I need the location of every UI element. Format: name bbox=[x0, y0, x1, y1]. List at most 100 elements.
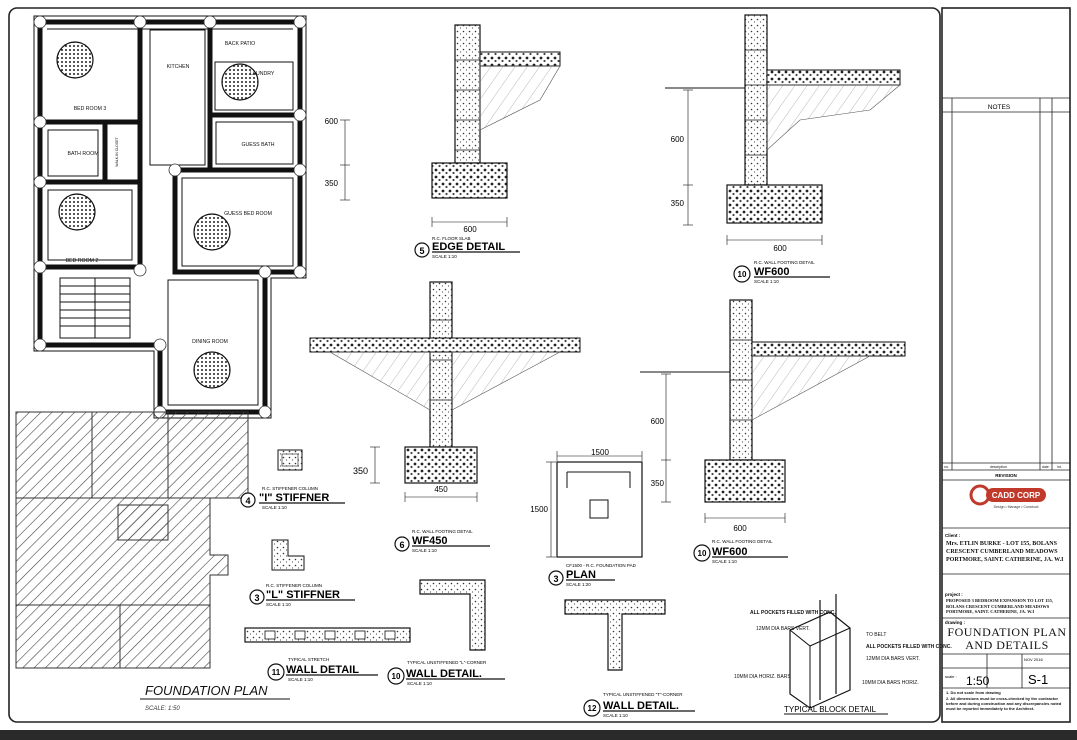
edge-dim-350: 350 bbox=[325, 179, 339, 188]
l-stiffner-detail: 3 R.C. STIFFENER COLUMN "L" STIFFNER SCA… bbox=[249, 539, 355, 607]
edge-detail-subtitle: R.C. FLOOR SLAB bbox=[432, 236, 471, 241]
room-label-back-patio: BACK PATIO bbox=[225, 41, 255, 47]
pad-dim-height: 1500 bbox=[530, 505, 548, 514]
wf600b-dim-350: 350 bbox=[651, 479, 665, 488]
wf450-number: 6 bbox=[399, 540, 404, 550]
i-stiffner-detail: 4 R.C. STIFFENER COLUMN "I" STIFFNER SCA… bbox=[240, 449, 345, 510]
title-block bbox=[942, 97, 1070, 689]
client-name: Mrs. ETLIN BURKE - LOT 155, BOLANS CRESC… bbox=[946, 541, 1064, 563]
wall-detail-stretch: 11 TYPICAL STRETCH WALL DETAIL SCALE 1:1… bbox=[244, 627, 411, 682]
block-note-3: ALL POCKETS FILLED WITH CONC. bbox=[866, 644, 952, 650]
pad-dim-width: 1500 bbox=[591, 448, 609, 457]
room-label-laundry: LAUNDRY bbox=[250, 71, 275, 77]
plan-title: FOUNDATION PLAN bbox=[145, 683, 268, 698]
wf600a-dim-600: 600 bbox=[671, 135, 685, 144]
wall-l-subtitle: TYPICAL UNSTIFFENED "L"-CORNER bbox=[407, 660, 487, 665]
pad-subtitle: CF1500 - R.C. FOUNDATION PAD bbox=[566, 563, 637, 568]
wf450-subtitle: R.C. WALL FOOTING DETAIL bbox=[412, 529, 473, 534]
edge-detail: 600 350 600 5 R.C. FLOOR SLAB EDGE DETAI… bbox=[325, 24, 561, 259]
wall-stretch-scale: SCALE 1:10 bbox=[288, 677, 313, 682]
foundation-pad-plan: 1500 1500 3 CF1500 - R.C. FOUNDATION PAD… bbox=[530, 448, 643, 587]
block-note-4: 12MM DIA BARS VERT. bbox=[866, 656, 920, 662]
l-stiffner-title: "L" STIFFNER bbox=[266, 589, 340, 601]
rev-col-date: date bbox=[1042, 465, 1049, 469]
edge-detail-scale: SCALE 1:10 bbox=[432, 254, 457, 259]
block-detail-title: TYPICAL BLOCK DETAIL bbox=[784, 705, 877, 714]
pad-scale: SCALE 1:20 bbox=[566, 582, 591, 587]
block-note-6: 10MM DIA BARS HORIZ. bbox=[862, 680, 919, 686]
drawing-date: NOV 2016 bbox=[1024, 657, 1043, 662]
wf600b-number: 10 bbox=[698, 549, 707, 558]
wf600a-dim-350: 350 bbox=[671, 199, 685, 208]
typical-block-detail: ALL POCKETS FILLED WITH CONC. 12MM DIA B… bbox=[734, 594, 952, 715]
wf600a-scale: SCALE 1:10 bbox=[754, 279, 779, 284]
rev-col-desc: description bbox=[990, 465, 1007, 469]
project-label: project : bbox=[945, 592, 963, 597]
l-stiffner-scale: SCALE 1:10 bbox=[266, 602, 291, 607]
block-note-0: ALL POCKETS FILLED WITH CONC. bbox=[750, 610, 836, 616]
rev-col-no: no. bbox=[944, 465, 949, 469]
project-description: PROPOSED 3 BEDROOM EXPANSION TO LOT 155,… bbox=[946, 598, 1054, 614]
l-stiffner-subtitle: R.C. STIFFENER COLUMN bbox=[266, 583, 322, 588]
wall-t-number: 12 bbox=[588, 704, 597, 713]
i-stiffner-subtitle: R.C. STIFFENER COLUMN bbox=[262, 486, 318, 491]
scale-value: 1:50 bbox=[966, 674, 990, 688]
block-note-1: 12MM DIA BARS VERT. bbox=[756, 626, 810, 632]
wall-l-scale: SCALE 1:10 bbox=[407, 681, 432, 686]
wf450-detail: 350 450 6 R.C. WALL FOOTING DETAIL WF450… bbox=[309, 281, 581, 553]
client-label: Client : bbox=[945, 533, 961, 538]
wf600a-title: WF600 bbox=[754, 266, 789, 278]
room-label-bed-room-2: BED ROOM 2 bbox=[66, 258, 99, 264]
general-note-2: 2. All dimensions must be cross-checked … bbox=[946, 696, 1062, 711]
sheet-number: S-1 bbox=[1028, 672, 1048, 687]
wall-stretch-subtitle: TYPICAL STRETCH bbox=[288, 657, 329, 662]
wf600b-dim-600b: 600 bbox=[733, 524, 747, 533]
revision-label: REVISION bbox=[995, 473, 1017, 478]
wf600b-scale: SCALE 1:10 bbox=[712, 559, 737, 564]
room-label-kitchen: KITCHEN bbox=[167, 64, 190, 70]
wf600-detail-top: 600 350 600 10 R.C. WALL FOOTING DETAIL … bbox=[665, 14, 901, 284]
wf600a-number: 10 bbox=[738, 270, 747, 279]
i-stiffner-number: 4 bbox=[245, 496, 250, 506]
general-note-1: 1. Do not scale from drawing bbox=[946, 690, 1001, 695]
edge-dim-600b: 600 bbox=[463, 225, 477, 234]
wf600-detail-bottom: 600 350 600 10 R.C. WALL FOOTING DETAIL … bbox=[640, 299, 906, 564]
wf450-dim-350: 350 bbox=[353, 466, 368, 476]
scale-label: scale : bbox=[945, 674, 957, 679]
room-label-dining-room: DINING ROOM bbox=[192, 339, 228, 345]
drawing-title: FOUNDATION PLAN AND DETAILS bbox=[947, 625, 1067, 652]
room-label-walk-in-closet: WALK-IN CLOSET bbox=[115, 136, 119, 166]
edge-detail-number: 5 bbox=[419, 246, 424, 256]
company-name: CADD CORP bbox=[992, 491, 1041, 500]
viewer-bottom-bar bbox=[0, 730, 1077, 740]
rev-col-int: int. bbox=[1057, 465, 1062, 469]
pad-number: 3 bbox=[553, 574, 558, 584]
i-stiffner-scale: SCALE 1:10 bbox=[262, 505, 287, 510]
room-label-guess-bath: GUESS BATH bbox=[241, 142, 274, 148]
wf600b-subtitle: R.C. WALL FOOTING DETAIL bbox=[712, 539, 773, 544]
wf450-title: WF450 bbox=[412, 535, 447, 547]
block-note-5: 10MM DIA HORIZ. BARS bbox=[734, 674, 791, 680]
room-label-guess-bed-room: GUESS BED ROOM bbox=[224, 211, 272, 217]
drawing-label: drawing : bbox=[945, 620, 966, 625]
wf450-scale: SCALE 1:10 bbox=[412, 548, 437, 553]
wall-detail-l-corner: 10 TYPICAL UNSTIFFENED "L"-CORNER WALL D… bbox=[387, 579, 505, 686]
notes-header: NOTES bbox=[988, 104, 1011, 111]
i-stiffner-title: "I" STIFFNER bbox=[259, 492, 329, 504]
cadd-corp-logo: CADD CORP Design • Manage • Construct bbox=[969, 484, 1046, 509]
block-note-2: TO BELT bbox=[866, 632, 886, 638]
wf600b-dim-600: 600 bbox=[651, 417, 665, 426]
wall-l-number: 10 bbox=[392, 672, 401, 681]
wall-detail-t-corner: 12 TYPICAL UNSTIFFENED "T"-CORNER WALL D… bbox=[564, 599, 695, 718]
wall-stretch-title: WALL DETAIL bbox=[286, 664, 359, 676]
wf600a-dim-600b: 600 bbox=[773, 244, 787, 253]
wf600b-title: WF600 bbox=[712, 546, 747, 558]
wall-t-title: WALL DETAIL. bbox=[603, 700, 679, 712]
wf600a-subtitle: R.C. WALL FOOTING DETAIL bbox=[754, 260, 815, 265]
l-stiffner-number: 3 bbox=[254, 593, 259, 603]
pad-title: PLAN bbox=[566, 569, 596, 581]
title-block-border bbox=[941, 7, 1071, 723]
wf450-dim-450: 450 bbox=[434, 485, 448, 494]
wall-t-scale: SCALE 1:10 bbox=[603, 713, 628, 718]
